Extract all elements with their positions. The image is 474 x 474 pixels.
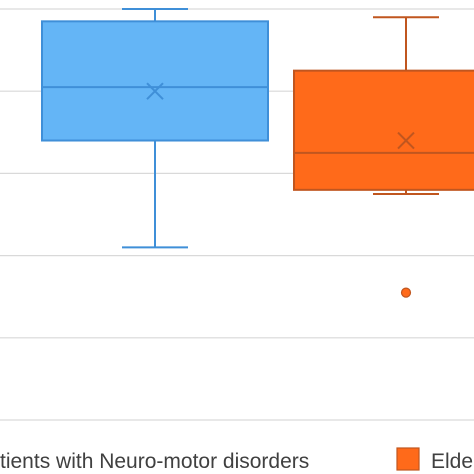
interquartile-box	[293, 69, 474, 191]
legend-label: tients with Neuro-motor disorders	[0, 450, 309, 473]
legend-item-2: Elde	[396, 447, 473, 473]
mean-marker-stroke	[146, 82, 164, 100]
box-series-2	[293, 16, 474, 298]
legend-swatch	[396, 447, 420, 471]
box-series-group	[41, 8, 474, 298]
mean-marker-stroke	[397, 131, 415, 150]
legend-item-1: tients with Neuro-motor disorders	[0, 450, 309, 473]
outlier-point	[400, 287, 412, 298]
box-series-1	[41, 8, 269, 249]
legend-label: Elde	[431, 450, 473, 473]
mean-marker	[146, 82, 164, 100]
mean-marker	[397, 131, 415, 150]
legend: tients with Neuro-motor disorders Elde	[0, 447, 473, 473]
interquartile-box	[41, 20, 269, 142]
